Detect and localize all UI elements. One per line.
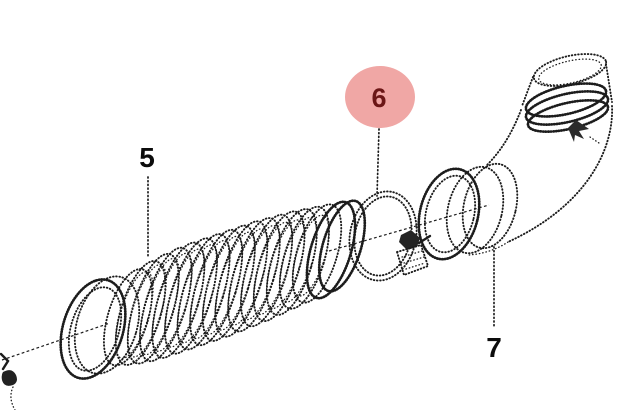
elbow-inner-edge bbox=[486, 109, 522, 166]
clamp-part-6 bbox=[348, 190, 432, 282]
callout-5[interactable]: 5 bbox=[139, 142, 155, 259]
hose-corrugations bbox=[102, 203, 343, 367]
hose-end-cuff-outer bbox=[305, 200, 357, 300]
elbow-collar-band-2 bbox=[524, 90, 610, 126]
elbow-collar-band-1 bbox=[524, 82, 608, 118]
elbow-part-7 bbox=[417, 53, 613, 261]
clamp-screw-housing bbox=[395, 243, 430, 277]
hose-end-cuff-inner bbox=[317, 199, 367, 293]
elbow-top-opening-inner bbox=[538, 58, 602, 86]
part-label-7[interactable]: 7 bbox=[486, 332, 502, 363]
elbow-flange-ring-rear bbox=[461, 162, 519, 250]
elbow-outer-edge bbox=[507, 105, 613, 243]
part-label-6[interactable]: 6 bbox=[371, 83, 386, 113]
hose-opening-inner bbox=[67, 286, 123, 372]
hose-lip-ring bbox=[73, 275, 141, 375]
fragment-screw-housing bbox=[1, 370, 17, 386]
callout-7[interactable]: 7 bbox=[486, 246, 502, 363]
elbow-opening-inner bbox=[423, 174, 477, 254]
hose-part-5 bbox=[59, 199, 367, 380]
leader-line-6 bbox=[376, 128, 380, 197]
part-label-5[interactable]: 5 bbox=[139, 142, 155, 173]
flow-arrow-icon bbox=[568, 120, 589, 142]
clamp-screw-head bbox=[399, 230, 420, 250]
cutoff-clamp-fragment bbox=[0, 352, 17, 410]
elbow-flange-ring-mid bbox=[445, 165, 505, 255]
callout-6[interactable]: 6 bbox=[345, 66, 415, 197]
hose-opening-rim bbox=[59, 278, 127, 380]
elbow-opening-outer bbox=[417, 167, 481, 261]
highlight-balloon-6[interactable] bbox=[345, 66, 415, 128]
center-axis-line bbox=[1, 204, 490, 361]
